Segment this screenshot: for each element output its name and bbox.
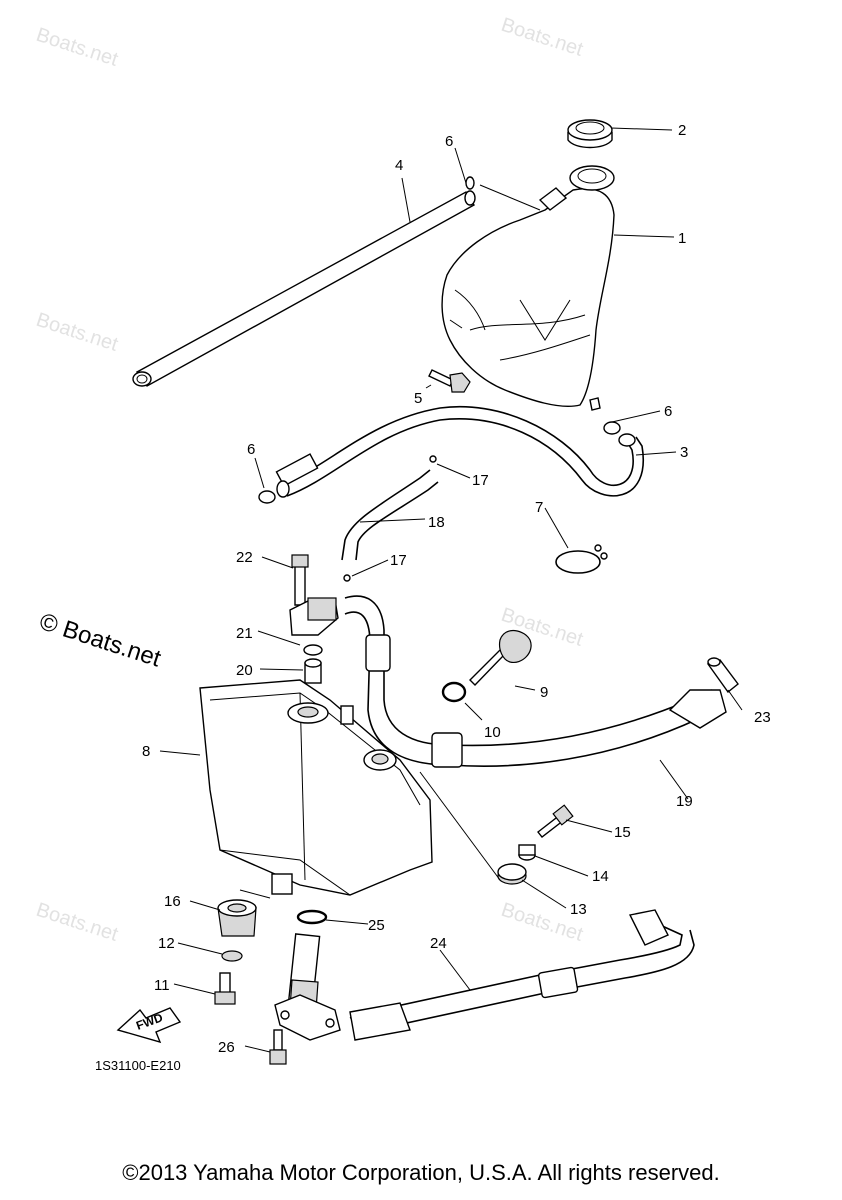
callout-14: 14	[592, 868, 609, 885]
callout-10: 10	[484, 724, 501, 741]
callout-11: 11	[154, 977, 170, 994]
callouts: 2 1 3 4 5 6 6 6 7 8 9 10 11 12 13 14 15 …	[142, 122, 771, 1056]
part-3-hose	[275, 406, 645, 498]
callout-26: 26	[218, 1039, 235, 1056]
part-21-oring	[303, 644, 323, 656]
part-2-cap	[567, 119, 613, 149]
watermark: Boats.net	[498, 14, 586, 61]
part-12-washer	[221, 950, 243, 962]
callout-6: 6	[247, 441, 255, 458]
part-26-bolt	[269, 1029, 287, 1065]
watermark-prominent: © Boats.net	[36, 608, 164, 673]
part-15-bolt	[537, 804, 574, 838]
callout-18: 18	[428, 514, 445, 531]
copyright-notice: ©2013 Yamaha Motor Corporation, U.S.A. A…	[122, 1160, 720, 1185]
part-19-hose	[344, 595, 727, 768]
callout-15: 15	[614, 824, 631, 841]
callout-9: 9	[540, 684, 548, 701]
part-20-collar	[304, 658, 322, 684]
fwd-arrow-icon: FWD	[116, 1007, 182, 1044]
part-16-plug	[217, 899, 257, 937]
part-4-pipe	[132, 190, 476, 387]
callout-4: 4	[395, 157, 403, 174]
callout-21: 21	[236, 625, 253, 642]
part-18-hose	[341, 469, 439, 561]
watermark: Boats.net	[33, 899, 121, 946]
callout-25: 25	[368, 917, 385, 934]
part-22-bolt	[291, 554, 309, 606]
callout-12: 12	[158, 935, 175, 952]
callout-8: 8	[142, 743, 150, 760]
part-11-bolt	[214, 972, 236, 1005]
callout-2: 2	[678, 122, 686, 139]
strainer	[274, 933, 341, 1041]
part-13-grommet	[497, 863, 527, 885]
part-24-hose	[349, 909, 695, 1041]
callout-17: 17	[472, 472, 489, 489]
callout-24: 24	[430, 935, 447, 952]
part-25-oring	[296, 909, 328, 925]
part-10-oring	[441, 681, 467, 703]
watermark: Boats.net	[33, 309, 121, 356]
watermark: Boats.net	[33, 24, 121, 71]
callout-22: 22	[236, 549, 253, 566]
callout-6: 6	[445, 133, 453, 150]
part-14-grommet	[518, 844, 536, 861]
part-5-bolt	[428, 369, 471, 393]
bracket	[289, 597, 339, 636]
callout-17: 17	[390, 552, 407, 569]
callout-19: 19	[676, 793, 693, 810]
callout-13: 13	[570, 901, 587, 918]
part-1-oil-tank	[441, 165, 615, 411]
callout-6: 6	[664, 403, 672, 420]
callout-1: 1	[678, 230, 686, 247]
callout-5: 5	[414, 390, 422, 407]
part-7-clamp	[555, 544, 608, 574]
part-8-tank	[199, 679, 433, 896]
callout-16: 16	[164, 893, 181, 910]
leader-lines	[159, 127, 743, 1053]
callout-3: 3	[680, 444, 688, 461]
diagram-code: 1S31100-E210	[95, 1058, 181, 1073]
part-9-dipstick	[469, 630, 532, 686]
callout-7: 7	[535, 499, 543, 516]
callout-23: 23	[754, 709, 771, 726]
clamp-icons	[258, 176, 621, 582]
callout-20: 20	[236, 662, 253, 679]
part-23-fitting	[706, 657, 739, 694]
